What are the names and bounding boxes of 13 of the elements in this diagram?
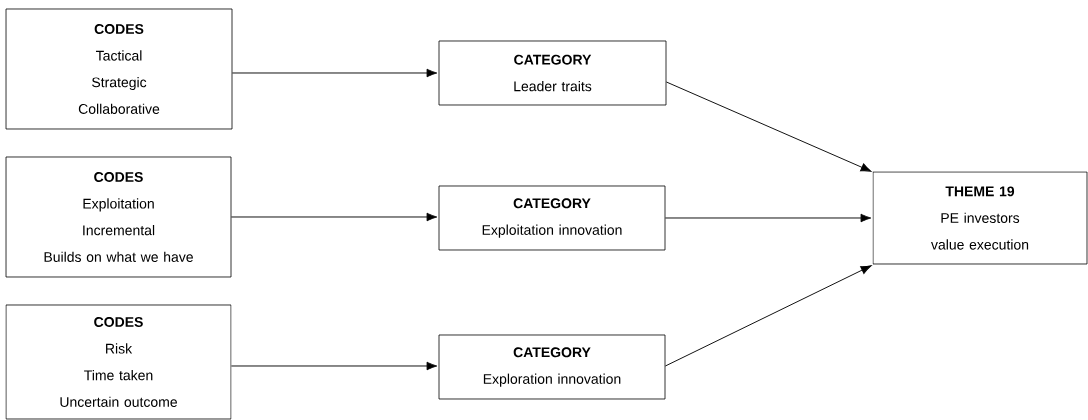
arrow	[230, 361, 438, 371]
category-box: CATEGORY Exploitation innovation	[438, 185, 666, 251]
category-box: CATEGORY Exploration innovation	[438, 334, 666, 400]
arrow	[231, 68, 438, 78]
arrow	[664, 213, 872, 223]
code-box: CODES Risk Time taken Uncertain outcome	[5, 304, 232, 420]
arrow	[664, 265, 872, 367]
code-box: CODES Exploitation Incremental Builds on what we have	[5, 156, 232, 278]
theme-box: THEME 19 PE investors value execution	[872, 171, 1088, 265]
category-box: CATEGORY Leader traits	[438, 40, 667, 106]
arrow	[665, 81, 872, 172]
code-box: CODES Tactical Strategic Collaborative	[5, 8, 233, 130]
arrow	[230, 212, 438, 222]
